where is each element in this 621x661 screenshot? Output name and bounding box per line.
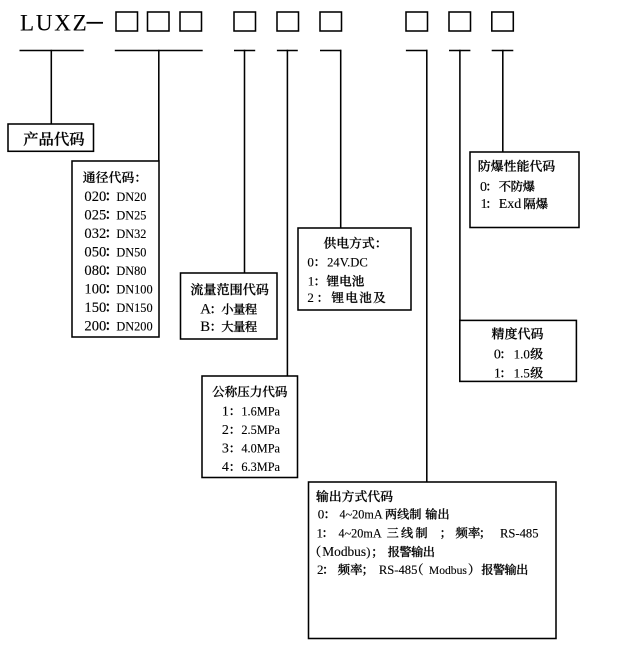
svg-text:DN50: DN50 [116, 245, 146, 259]
svg-text:2: 2 [317, 562, 324, 577]
svg-text:0: 0 [318, 507, 325, 522]
svg-text:DN80: DN80 [116, 264, 146, 278]
svg-text:DN200: DN200 [116, 319, 152, 333]
svg-text:1: 1 [494, 367, 501, 382]
svg-text:032: 032 [84, 226, 106, 242]
svg-text:4: 4 [222, 460, 229, 475]
svg-text:DN100: DN100 [116, 282, 152, 296]
svg-text:150: 150 [84, 300, 106, 316]
svg-text:DN150: DN150 [116, 301, 152, 315]
svg-text:Modbus: Modbus [429, 564, 467, 577]
svg-text:2.5MPa: 2.5MPa [241, 423, 280, 437]
svg-text:200: 200 [84, 318, 106, 334]
svg-text:4.0MPa: 4.0MPa [241, 442, 280, 456]
svg-text:3: 3 [222, 442, 229, 457]
svg-text:6.3MPa: 6.3MPa [241, 460, 280, 474]
svg-text:24V.DC: 24V.DC [327, 255, 368, 269]
svg-text:RS-485: RS-485 [500, 526, 539, 540]
svg-text:1: 1 [317, 525, 324, 540]
svg-text:020: 020 [84, 189, 106, 205]
svg-text:025: 025 [84, 207, 106, 223]
svg-text:LUXZ: LUXZ [20, 10, 89, 35]
svg-text:A: A [200, 302, 211, 318]
svg-text:DN25: DN25 [116, 208, 146, 222]
svg-text:RS-485: RS-485 [379, 563, 418, 577]
svg-text:4~20mA: 4~20mA [339, 526, 382, 540]
svg-text:1: 1 [481, 197, 488, 212]
svg-text:B: B [200, 319, 210, 335]
svg-text:050: 050 [84, 244, 106, 260]
svg-text:1: 1 [222, 404, 229, 419]
svg-text:4~20mA: 4~20mA [340, 508, 383, 522]
svg-text:1: 1 [308, 274, 315, 289]
svg-text:2: 2 [222, 423, 229, 438]
svg-text:DN32: DN32 [116, 227, 146, 241]
svg-text:Modbus: Modbus [322, 544, 366, 559]
svg-text:): ) [366, 545, 370, 559]
svg-text:0: 0 [494, 348, 501, 363]
svg-text:0: 0 [307, 254, 314, 269]
svg-text:1.0: 1.0 [514, 347, 530, 362]
svg-text:1.6MPa: 1.6MPa [241, 404, 280, 418]
svg-text:DN20: DN20 [116, 190, 146, 204]
svg-text:080: 080 [84, 263, 106, 279]
svg-text:2: 2 [307, 290, 314, 305]
svg-text:0: 0 [480, 180, 487, 195]
svg-text:100: 100 [84, 281, 106, 297]
svg-text:1.5: 1.5 [514, 366, 530, 381]
svg-text:Exd: Exd [499, 197, 522, 212]
